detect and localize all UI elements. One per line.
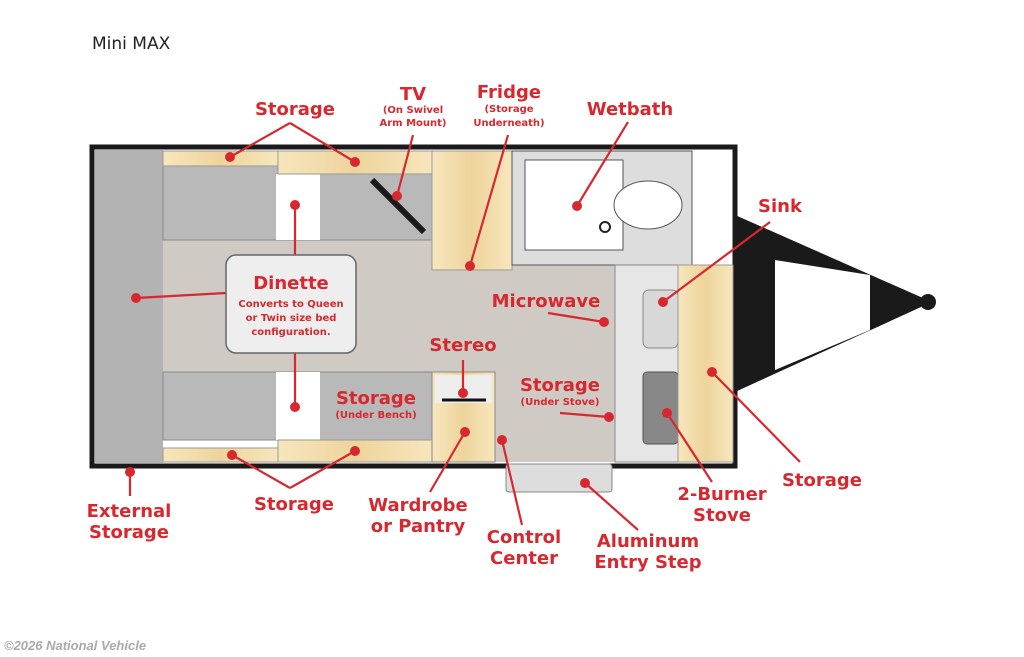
label-wardrobe-2: or Pantry	[371, 516, 466, 537]
storage-right	[677, 264, 734, 463]
label-dinette-sub2: or Twin size bed	[246, 313, 337, 324]
label-storage-bench-sub: (Under Bench)	[335, 410, 416, 421]
leader-lines	[125, 121, 801, 531]
label-dinette-sub3: configuration.	[251, 327, 330, 338]
label-fridge-sub1: (Storage	[484, 104, 533, 115]
storage-bottom-left	[162, 447, 279, 463]
label-storage-stove-sub: (Under Stove)	[521, 397, 600, 408]
label-storage-top: Storage	[255, 99, 335, 120]
floorplan-title: Mini MAX	[92, 34, 171, 54]
label-external-2: Storage	[89, 522, 169, 543]
label-stove-2: Stove	[693, 505, 751, 526]
copyright-watermark: ©2026 National Vehicle	[4, 638, 147, 653]
external-storage	[95, 150, 163, 463]
label-microwave: Microwave	[492, 291, 601, 312]
label-tv: TV	[400, 84, 426, 105]
label-stove-1: 2-Burner	[677, 484, 766, 505]
label-storage-bench: Storage	[336, 388, 416, 409]
label-tv-sub2: Arm Mount)	[380, 118, 447, 129]
label-tv-sub1: (On Swivel	[383, 105, 443, 116]
label-step-1: Aluminum	[597, 531, 699, 552]
entry-step	[505, 463, 613, 493]
label-storage-right: Storage	[782, 470, 862, 491]
label-fridge-sub2: Underneath)	[473, 118, 544, 129]
dinette-callout	[225, 254, 357, 354]
storage-top-left	[162, 150, 279, 167]
label-step-2: Entry Step	[594, 552, 701, 573]
label-wardrobe-1: Wardrobe	[368, 495, 467, 516]
label-dinette: Dinette	[253, 273, 329, 294]
label-storage-stove: Storage	[520, 375, 600, 396]
label-fridge: Fridge	[477, 82, 541, 103]
label-storage-bottom: Storage	[254, 494, 334, 515]
label-control-2: Center	[490, 548, 558, 569]
trailer-tongue	[735, 215, 936, 392]
label-external-1: External	[87, 501, 172, 522]
fridge	[431, 150, 513, 271]
label-wetbath: Wetbath	[587, 99, 673, 120]
toilet	[613, 180, 683, 230]
label-stereo: Stereo	[429, 335, 496, 356]
label-sink: Sink	[758, 196, 803, 217]
stove	[642, 371, 679, 445]
label-control-1: Control	[487, 527, 561, 548]
tv-mount-icon	[369, 177, 427, 235]
label-dinette-sub1: Converts to Queen	[238, 299, 343, 310]
